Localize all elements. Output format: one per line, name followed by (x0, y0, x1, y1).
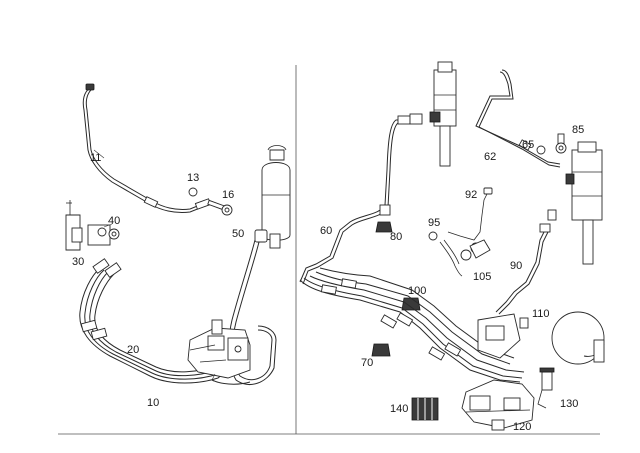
label-16: 16 (222, 189, 234, 201)
label-10: 10 (147, 397, 159, 409)
strut-right (565, 141, 603, 265)
label-120: 120 (513, 421, 531, 433)
ring-95 (428, 231, 438, 241)
label-40: 40 (108, 215, 120, 227)
label-13: 13 (187, 172, 199, 184)
label-60: 60 (320, 225, 332, 237)
label-20: 20 (127, 344, 139, 356)
sensor-92 (447, 187, 493, 241)
label-50: 50 (232, 228, 244, 240)
pipe-60 (299, 113, 423, 285)
valve-110 (477, 313, 529, 359)
label-80: 80 (390, 231, 402, 243)
pipe-62 (475, 69, 561, 168)
fitting-70 (371, 343, 391, 357)
pipe-90 (495, 209, 557, 315)
accumulator-sphere (551, 311, 605, 365)
accumulator-left (254, 145, 291, 249)
label-110: 110 (532, 308, 550, 320)
fitting-100 (401, 297, 421, 311)
fitting-80 (375, 204, 393, 233)
ring-65 (536, 145, 546, 155)
label-95: 95 (428, 217, 440, 229)
label-105: 105 (473, 271, 491, 283)
bolt-85 (555, 133, 567, 154)
valve-block-left (187, 319, 251, 379)
left-panel (65, 83, 291, 385)
right-panel (299, 61, 605, 431)
hose-10 (211, 239, 277, 385)
label-11: 11 (90, 152, 101, 164)
hose-11 (82, 83, 212, 213)
label-30: 30 (72, 256, 84, 268)
label-100: 100 (408, 285, 426, 297)
label-65: 65 (522, 139, 534, 151)
label-70: 70 (361, 357, 373, 369)
label-62: 62 (484, 151, 496, 163)
label-85: 85 (572, 124, 584, 136)
label-130: 130 (560, 398, 578, 410)
hose-20 (79, 258, 226, 384)
fitting-130 (537, 367, 555, 409)
hose-bundle (299, 267, 525, 383)
valve-105 (439, 239, 491, 277)
mount-140 (411, 397, 439, 421)
valve-block-120 (461, 379, 535, 431)
label-92: 92 (465, 189, 477, 201)
label-140: 140 (390, 403, 408, 415)
label-90: 90 (510, 260, 522, 272)
bolt-16 (207, 199, 233, 216)
bracket-30 (65, 200, 120, 251)
strut-top (429, 61, 457, 167)
ring-13 (188, 187, 198, 197)
